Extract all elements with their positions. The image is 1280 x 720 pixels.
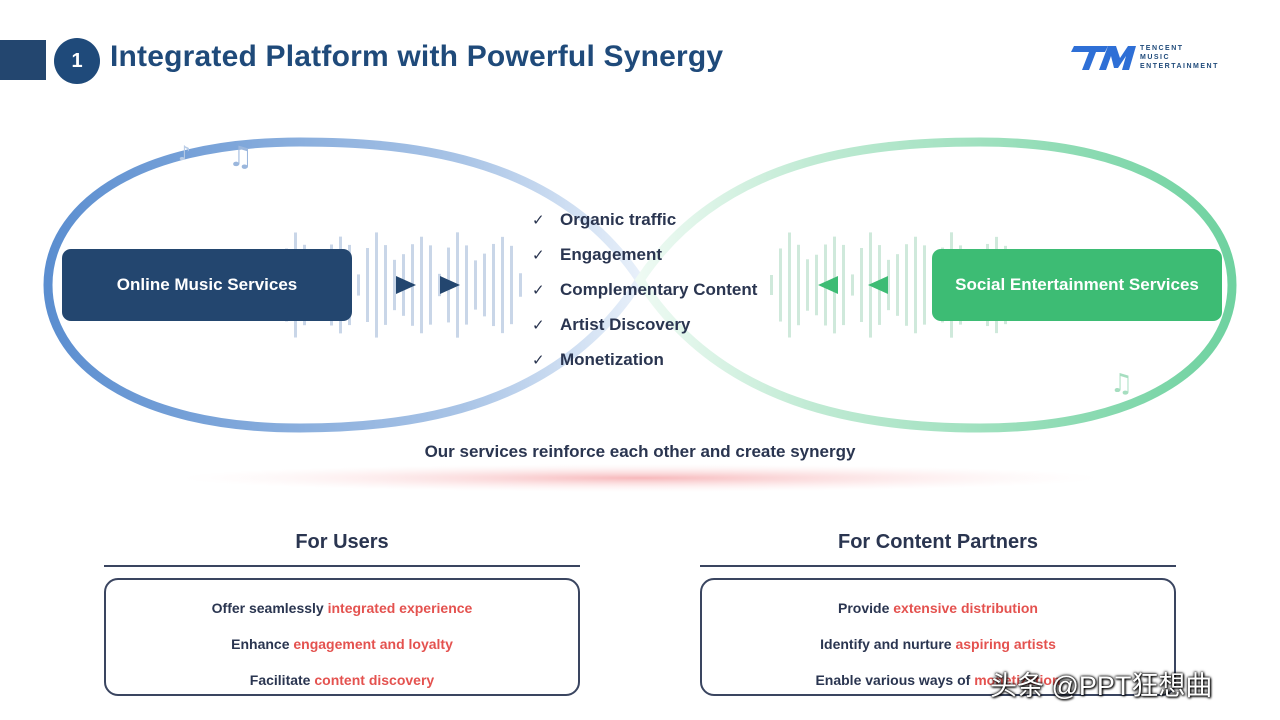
soundwave-bar (923, 245, 926, 325)
soundwave-bar (429, 245, 432, 325)
glow-divider (180, 464, 1100, 492)
soundwave-bar (860, 248, 863, 322)
soundwave-bar (896, 254, 899, 316)
soundwave-bar (797, 244, 800, 326)
section-number-badge: 1 (54, 38, 100, 84)
arrow-right-icon (396, 276, 416, 294)
soundwave-bar (357, 274, 360, 296)
tme-logo (1071, 46, 1136, 70)
partners-line: Provide extensive distribution (838, 600, 1038, 616)
partners-benefits-card: Provide extensive distribution Identify … (700, 578, 1176, 696)
page-title: Integrated Platform with Powerful Synerg… (110, 40, 724, 73)
soundwave-bar (770, 275, 773, 295)
for-users-heading: For Users (295, 531, 389, 553)
soundwave-bar (806, 259, 809, 311)
online-music-services-box: Online Music Services (62, 249, 352, 321)
soundwave-bar (501, 236, 504, 334)
soundwave-bar (887, 259, 890, 311)
soundwave-bar (851, 274, 854, 296)
users-line: Facilitate content discovery (249, 672, 435, 688)
soundwave-bar (465, 245, 468, 325)
loop-left-ring (43, 137, 646, 433)
header-corner-block (0, 40, 46, 80)
soundwave-bar (914, 236, 917, 334)
soundwave-bar (384, 245, 387, 325)
check-icon: ✓ (532, 246, 545, 264)
benefit-item: ✓Engagement (532, 244, 663, 264)
music-note-icon: ♫ (228, 140, 253, 173)
partners-line: Enable various ways of monetization (815, 672, 1061, 688)
loop-right-ring (634, 137, 1237, 433)
users-line: Offer seamlessly integrated experience (211, 600, 473, 616)
benefit-item: ✓Organic traffic (532, 209, 677, 229)
partners-divider (700, 565, 1176, 567)
for-content-partners-heading: For Content Partners (837, 531, 1039, 553)
soundwave-bar (375, 232, 378, 338)
music-note-icon: ♫ (1110, 369, 1133, 399)
arrow-left-icon (868, 276, 888, 294)
benefit-item: ✓Artist Discovery (532, 314, 691, 334)
soundwave-bar (788, 232, 791, 338)
soundwave-bar (905, 244, 908, 326)
soundwave-bar (492, 243, 495, 327)
arrow-left-icon (818, 276, 838, 294)
soundwave-bar (842, 244, 845, 326)
soundwave-bar (366, 248, 369, 322)
benefit-item: ✓Monetization (532, 349, 664, 369)
soundwave-bar (815, 254, 818, 316)
watermark: 头条 @PPT狂想曲 (990, 671, 1213, 701)
synergy-caption: Our services reinforce each other and cr… (424, 442, 856, 461)
users-divider (104, 565, 580, 567)
benefit-list: ✓Organic traffic ✓Engagement ✓Complement… (532, 202, 757, 377)
check-icon: ✓ (532, 211, 545, 229)
partners-line: Identify and nurture aspiring artists (820, 636, 1056, 652)
social-entertainment-services-box: Social Entertainment Services (932, 249, 1222, 321)
soundwave-bar (420, 236, 423, 334)
soundwave-bar (438, 273, 441, 297)
soundwave-bar (393, 259, 396, 311)
users-line: Enhance engagement and loyalty (231, 636, 453, 652)
users-benefits-card: Offer seamlessly integrated experience E… (104, 578, 580, 696)
check-icon: ✓ (532, 281, 545, 299)
check-icon: ✓ (532, 351, 545, 369)
music-note-icon: ♪ (178, 141, 191, 165)
check-icon: ✓ (532, 316, 545, 334)
benefit-item: ✓Complementary Content (532, 279, 758, 299)
soundwave-bar (519, 273, 522, 297)
soundwave-bar (474, 260, 477, 310)
soundwave-bar (483, 253, 486, 317)
soundwave-bar (510, 245, 513, 325)
tme-logo-text: TENCENT MUSIC ENTERTAINMENT (1140, 45, 1219, 70)
soundwave-bar (779, 248, 782, 322)
arrow-right-icon (440, 276, 460, 294)
